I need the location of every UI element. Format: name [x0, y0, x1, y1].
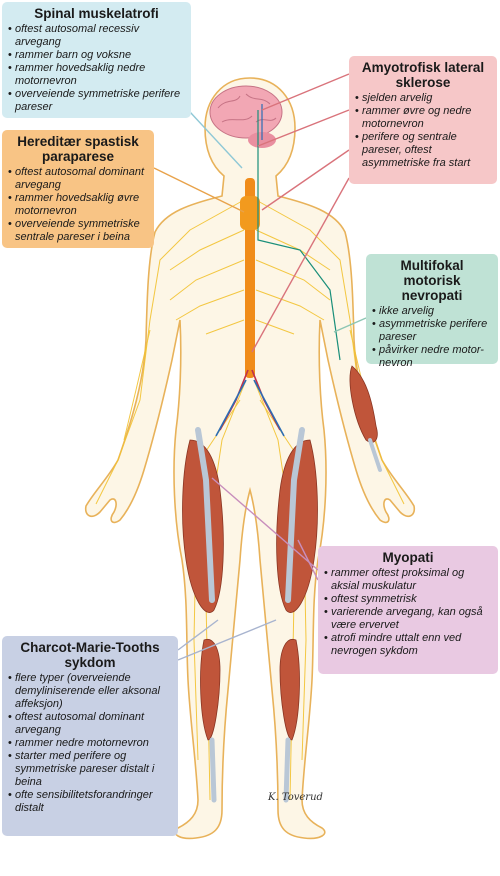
myopathy-list: rammer oftest proksimal og aksial muskul… [324, 567, 492, 658]
list-item: atrofi mindre uttalt enn ved nevrogen sy… [324, 632, 492, 658]
list-item: perifere og sentrale pareser, oftest asy… [355, 131, 491, 170]
brain-folds [217, 93, 277, 123]
list-item: rammer øvre og nedre motornevron [355, 105, 491, 131]
spinal-muscular-atrophy-title: Spinal muskelatrofi [34, 6, 159, 21]
als-box: Amyotrofisk lateral sklerose sjelden arv… [349, 56, 497, 184]
charcot-marie-tooth-title: Charcot-Marie-Tooths sykdom [20, 640, 160, 670]
list-item: starter med perifere og symmetriske pare… [8, 750, 172, 789]
list-item: oftest autosomal recessiv arvegang [8, 23, 185, 49]
als-list: sjelden arvelig rammer øvre og nedre mot… [355, 92, 491, 170]
list-item: oftest autosomal dominant arvegang [8, 711, 172, 737]
forearm-muscle [349, 365, 378, 443]
list-item: ofte sensibilitetsforandringer distalt [8, 789, 172, 815]
artist-signature: K. Toverud [268, 792, 323, 803]
list-item: rammer hovedsaklig nedre motornevron [8, 62, 185, 88]
myopathy-title: Myopati [382, 550, 434, 565]
list-item: rammer oftest proksimal og aksial muskul… [324, 567, 492, 593]
brain [209, 85, 283, 139]
list-item: sjelden arvelig [355, 92, 491, 105]
list-item: overveiende symmetriske perifere pareser [8, 88, 185, 114]
list-item: ikke arvelig [372, 305, 492, 318]
list-item: rammer barn og voksne [8, 49, 185, 62]
spinal-muscular-atrophy-list: oftest autosomal recessiv arvegang ramme… [8, 23, 185, 114]
list-item: oftest symmetrisk [324, 593, 492, 606]
pointer-lines [153, 73, 367, 661]
als-title: Amyotrofisk lateral sklerose [361, 60, 485, 90]
body-outline [84, 77, 416, 840]
list-item: asymmetriske perifere pareser [372, 318, 492, 344]
forearm-tendon [368, 438, 382, 472]
list-item: rammer hovedsaklig øvre motornevron [8, 192, 148, 218]
cervical-enlargement [240, 196, 260, 230]
calf-muscles [200, 638, 300, 803]
hereditary-spastic-paraparesis-box: Hereditær spastisk paraparese oftest aut… [2, 130, 154, 248]
hereditary-spastic-paraparesis-title: Hereditær spastisk paraparese [17, 134, 139, 164]
list-item: oftest autosomal dominant arvegang [8, 166, 148, 192]
list-item: varierende arvegang, kan også være erver… [324, 606, 492, 632]
pelvic-vessels [215, 369, 285, 437]
multifocal-motor-neuropathy-list: ikke arvelig asymmetriske perifere pares… [372, 305, 492, 370]
list-item: påvirker nedre motor-nevron [372, 344, 492, 370]
spinal-muscular-atrophy-box: Spinal muskelatrofi oftest autosomal rec… [2, 2, 191, 118]
thigh-muscles [182, 427, 318, 613]
myopathy-box: Myopati rammer oftest proksimal og aksia… [318, 546, 498, 674]
list-item: flere typer (overveiende demyliniserende… [8, 672, 172, 711]
multifocal-motor-neuropathy-box: Multifokal motorisk nevropati ikke arvel… [366, 254, 498, 369]
list-item: overveiende symmetriske sentrale pareser… [8, 218, 148, 244]
charcot-marie-tooth-list: flere typer (overveiende demyliniserende… [8, 672, 172, 815]
hereditary-spastic-paraparesis-list: oftest autosomal dominant arvegang ramme… [8, 166, 148, 244]
list-item: rammer nedre motornevron [8, 737, 172, 750]
multifocal-motor-neuropathy-title: Multifokal motorisk nevropati [400, 258, 464, 303]
charcot-marie-tooth-box: Charcot-Marie-Tooths sykdom flere typer … [2, 636, 178, 836]
